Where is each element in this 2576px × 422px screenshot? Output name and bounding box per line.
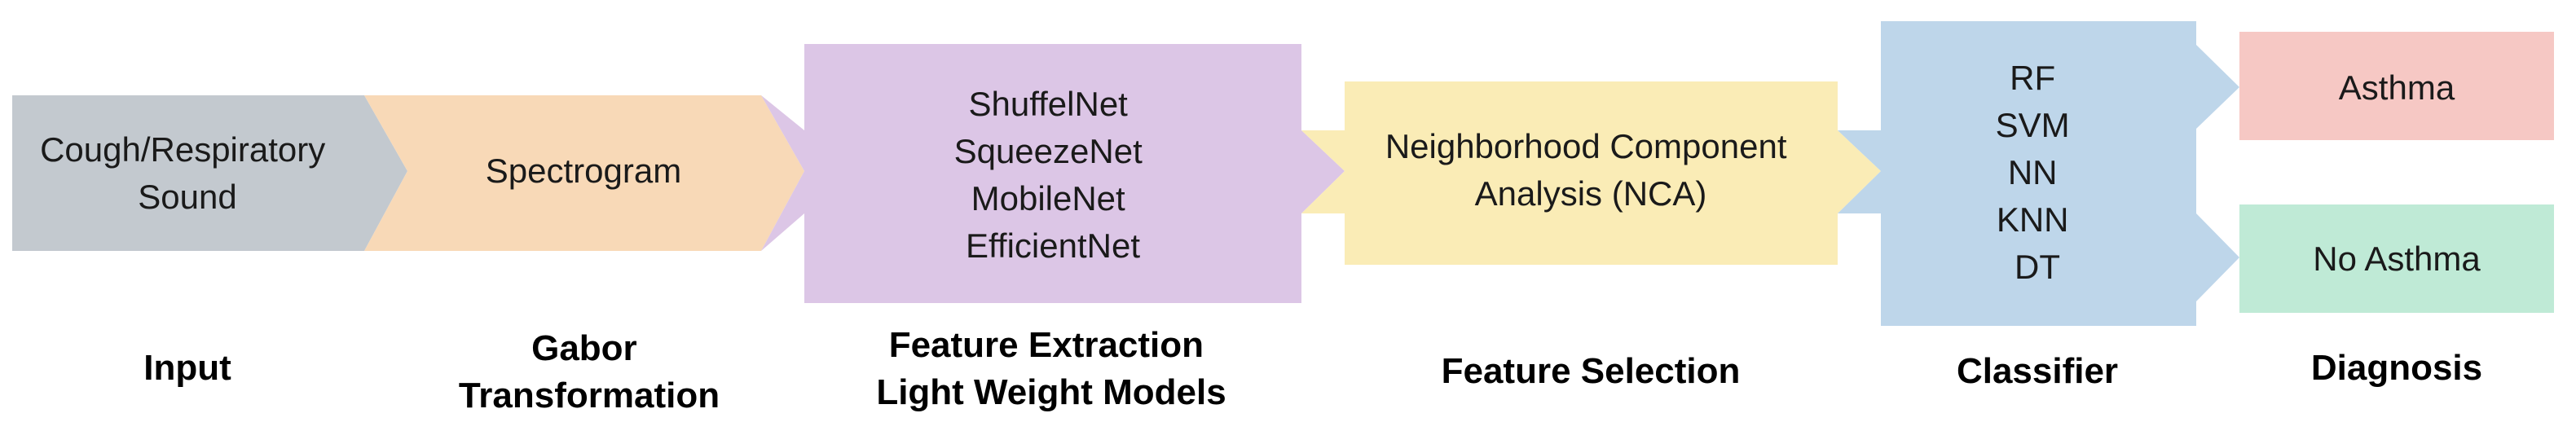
classifier-knn: KNN — [1997, 200, 2069, 239]
classifier-svm: SVM — [1996, 106, 2070, 144]
input-label-line-2: Sound — [138, 178, 236, 216]
classifiers-node: RF SVM NN KNN DT — [1838, 21, 2239, 326]
stage-feature-selection-line-1: Feature Selection — [1442, 351, 1741, 391]
model-shufflenet: ShuffelNet — [968, 85, 1128, 123]
no-asthma-node: No Asthma — [2239, 204, 2554, 313]
asthma-shape — [2239, 32, 2554, 140]
nca-label-line-1: Neighborhood Component — [1385, 127, 1787, 165]
models-node: ShuffelNet SqueezeNet MobileNet Efficien… — [761, 44, 1345, 303]
stage-feature-extraction-label: Feature Extraction Light Weight Models — [876, 325, 1226, 412]
stage-feature-extraction-line-2: Light Weight Models — [876, 372, 1226, 412]
spectrogram-shape — [364, 95, 804, 251]
spectrogram-node: Spectrogram — [364, 95, 804, 251]
stage-diagnosis-line-1: Diagnosis — [2311, 348, 2482, 388]
stage-feature-extraction-line-1: Feature Extraction — [889, 325, 1204, 365]
input-label-line-1: Cough/Respiratory — [40, 130, 325, 169]
model-squeezenet: SqueezeNet — [954, 132, 1143, 170]
nca-node: Neighborhood Component Analysis (NCA) — [1301, 81, 1881, 265]
classifiers-shape — [1838, 21, 2239, 326]
nca-shape — [1301, 81, 1881, 265]
classifiers-label: RF SVM NN KNN DT — [1996, 59, 2080, 286]
asthma-node: Asthma — [2239, 32, 2554, 140]
model-efficientnet: EfficientNet — [966, 226, 1140, 265]
nca-label: Neighborhood Component Analysis (NCA) — [1385, 127, 1796, 213]
input-node: Cough/Respiratory Sound — [12, 95, 407, 251]
stage-gabor-line-2: Transformation — [459, 376, 720, 415]
models-label: ShuffelNet SqueezeNet MobileNet Efficien… — [954, 85, 1152, 265]
stage-gabor-line-1: Gabor — [531, 328, 637, 368]
stage-classifier-label: Classifier — [1957, 351, 2118, 391]
spectrogram-label-line-1: Spectrogram — [486, 152, 681, 190]
no-asthma-label-line-1: No Asthma — [2313, 240, 2481, 278]
model-mobilenet: MobileNet — [971, 179, 1125, 218]
input-label: Cough/Respiratory Sound — [40, 130, 335, 216]
input-shape — [12, 95, 407, 251]
classifier-nn: NN — [2008, 153, 2058, 191]
no-asthma-label: No Asthma — [2313, 240, 2481, 278]
stage-classifier-line-1: Classifier — [1957, 351, 2118, 391]
stage-gabor-label: Gabor Transformation — [459, 328, 720, 415]
nca-label-line-2: Analysis (NCA) — [1475, 174, 1707, 213]
stage-input-label: Input — [143, 348, 231, 388]
classifier-rf: RF — [2010, 59, 2055, 97]
stage-diagnosis-label: Diagnosis — [2311, 348, 2482, 388]
classifier-dt: DT — [2015, 248, 2060, 286]
models-shape — [761, 44, 1345, 303]
stage-input-line-1: Input — [143, 348, 231, 388]
asthma-label-line-1: Asthma — [2339, 68, 2455, 107]
asthma-label: Asthma — [2339, 68, 2455, 107]
no-asthma-shape — [2239, 204, 2554, 313]
spectrogram-label: Spectrogram — [486, 152, 681, 190]
stage-feature-selection-label: Feature Selection — [1442, 351, 1741, 391]
